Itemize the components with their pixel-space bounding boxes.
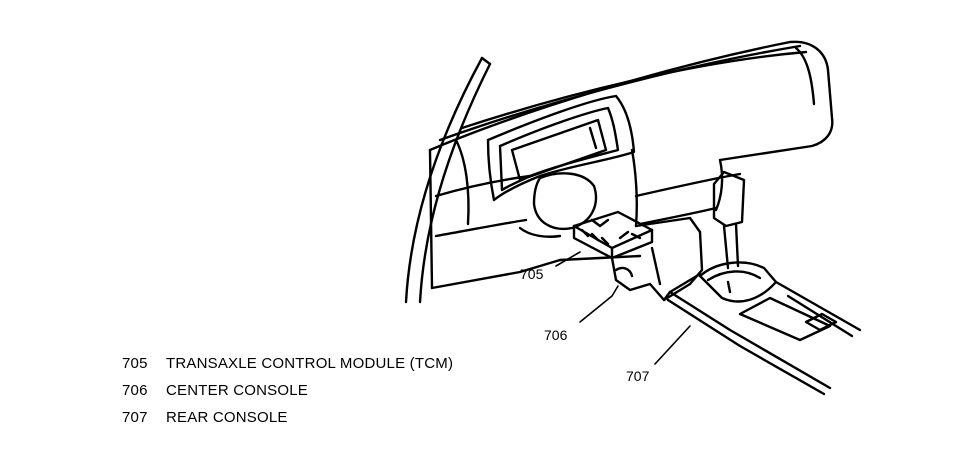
legend-row-705: 705 TRANSAXLE CONTROL MODULE (TCM) bbox=[122, 350, 453, 377]
callout-707: 707 bbox=[626, 368, 650, 384]
lower-dash bbox=[558, 216, 704, 286]
callout-705: 705 bbox=[520, 266, 544, 282]
steering-column bbox=[518, 148, 638, 238]
callout-706: 706 bbox=[544, 327, 568, 343]
parts-legend: 705 TRANSAXLE CONTROL MODULE (TCM) 706 C… bbox=[122, 350, 453, 431]
legend-label: REAR CONSOLE bbox=[166, 409, 288, 426]
shift-lever bbox=[698, 170, 778, 303]
tcm-module bbox=[572, 210, 654, 260]
center-console bbox=[610, 246, 702, 302]
legend-label: TRANSAXLE CONTROL MODULE (TCM) bbox=[166, 355, 454, 372]
legend-label: CENTER CONSOLE bbox=[166, 382, 308, 399]
legend-row-706: 706 CENTER CONSOLE bbox=[122, 377, 453, 404]
instrument-cluster bbox=[486, 94, 636, 202]
legend-number: 707 bbox=[122, 409, 148, 426]
legend-row-707: 707 REAR CONSOLE bbox=[122, 404, 453, 431]
legend-number: 706 bbox=[122, 382, 148, 399]
windshield-pillar bbox=[404, 56, 492, 304]
instrument-panel bbox=[428, 40, 834, 290]
legend-number: 705 bbox=[122, 355, 148, 372]
rear-console bbox=[666, 280, 862, 396]
leader-lines bbox=[555, 251, 691, 365]
